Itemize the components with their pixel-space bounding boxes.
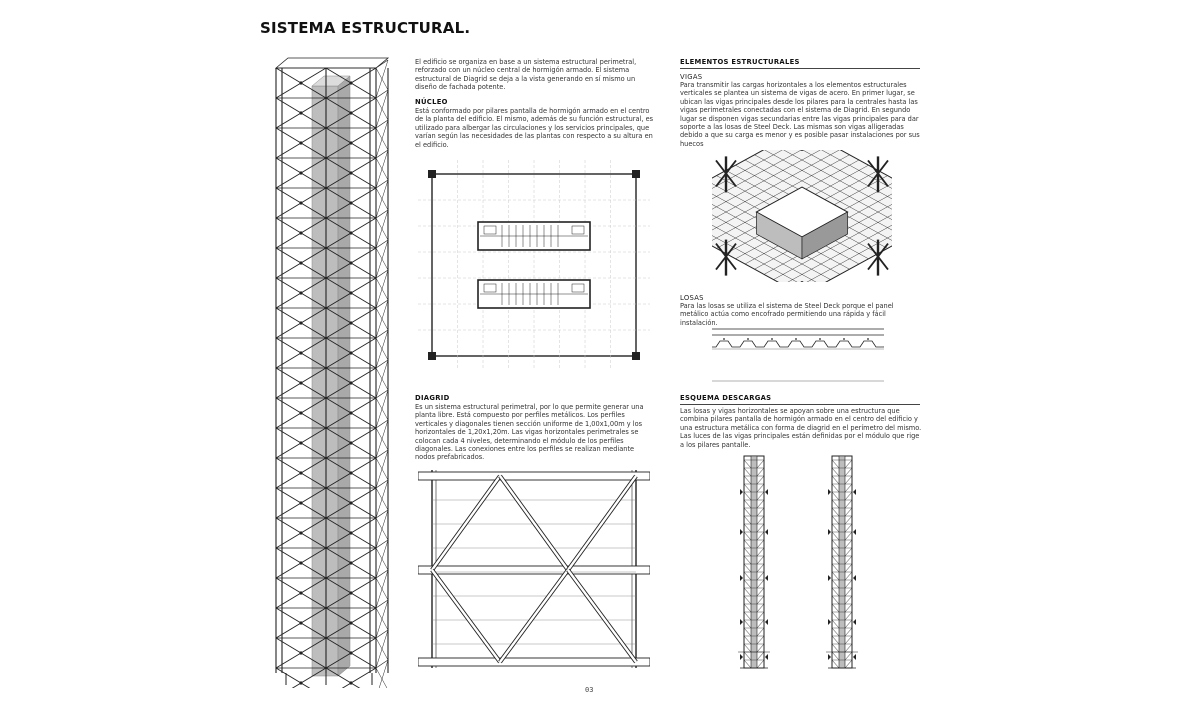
nucleo-paragraph: Está conformado por pilares pantalla de … — [415, 107, 654, 149]
vigas-heading: VIGAS — [680, 73, 703, 81]
diagrid-tower-drawing — [274, 57, 390, 688]
load-scheme-drawing — [738, 455, 858, 669]
descargas-paragraph: Las losas y vigas horizontales se apoyan… — [680, 407, 922, 449]
isometric-beams-drawing — [712, 150, 892, 282]
steel-deck-section-drawing — [712, 328, 884, 382]
descargas-heading: ESQUEMA DESCARGAS — [680, 394, 920, 405]
elementos-heading: ELEMENTOS ESTRUCTURALES — [680, 58, 920, 69]
intro-paragraph: El edificio se organiza en base a un sis… — [415, 58, 637, 92]
losas-heading: LOSAS — [680, 294, 704, 302]
vigas-paragraph: Para transmitir las cargas horizontales … — [680, 81, 920, 148]
page-number: 03 — [585, 686, 594, 694]
nucleo-heading: NÚCLEO — [415, 98, 448, 106]
losas-paragraph: Para las losas se utiliza el sistema de … — [680, 302, 894, 327]
diagrid-heading: DIAGRID — [415, 394, 450, 402]
page-title: SISTEMA ESTRUCTURAL. — [260, 19, 471, 37]
diagrid-elevation-drawing — [418, 470, 650, 668]
floor-plan-drawing — [418, 160, 650, 370]
diagrid-paragraph: Es un sistema estructural perimetral, po… — [415, 403, 644, 462]
